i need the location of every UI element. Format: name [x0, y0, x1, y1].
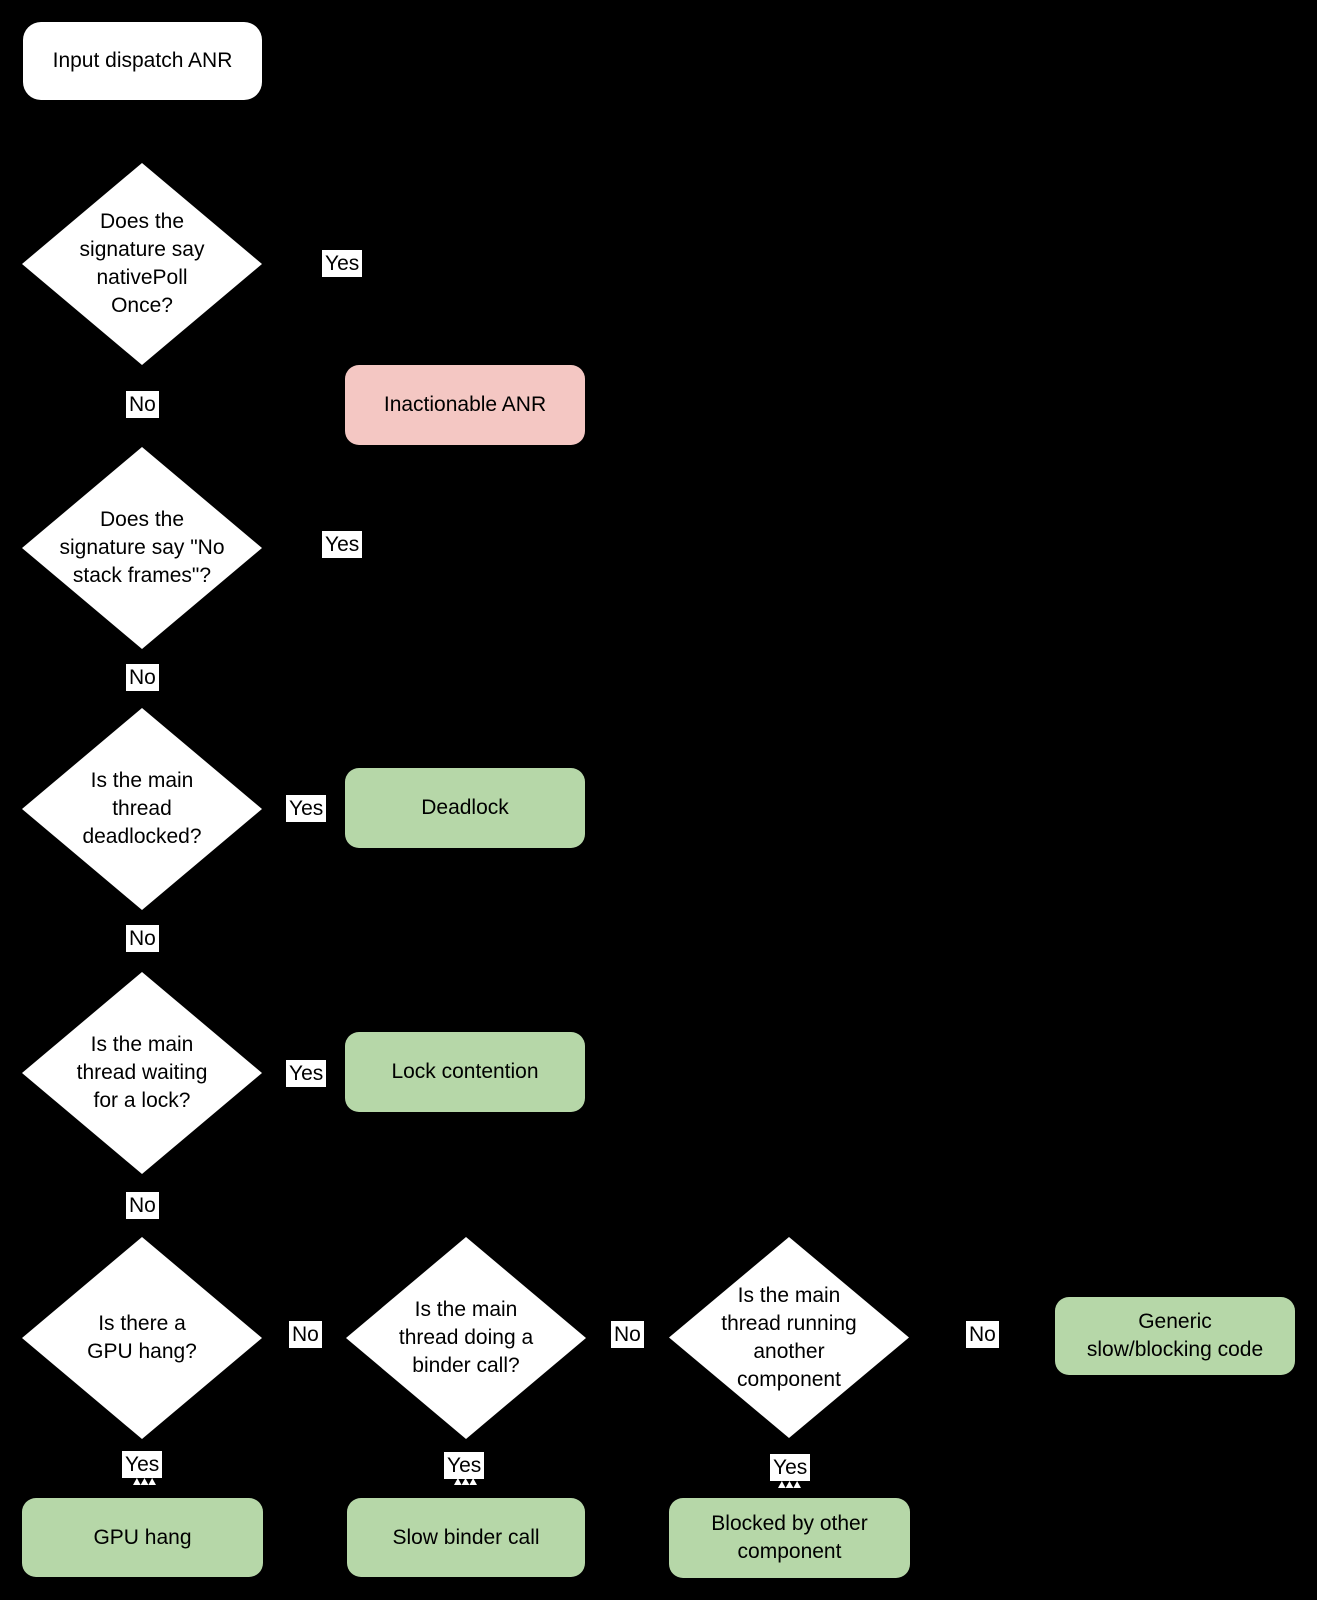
decision-label: Is the main thread waiting for a lock?	[76, 1033, 208, 1112]
edge-label-no-waiting-lock: No	[126, 1192, 159, 1219]
decision-running-another-component: Is the main thread running another compo…	[669, 1237, 909, 1438]
edge-label-no-another-component: No	[966, 1321, 999, 1348]
arrowhead-remnant	[454, 1478, 477, 1485]
edge-label-yes-waiting-lock: Yes	[286, 1060, 327, 1087]
decision-label: Is there a GPU hang?	[87, 1312, 197, 1363]
arrowhead-remnant	[778, 1481, 801, 1488]
arrowhead-remnant	[133, 1478, 156, 1485]
start-node-input-dispatch-anr: Input dispatch ANR	[23, 22, 262, 100]
decision-main-thread-deadlocked: Is the main thread deadlocked?	[22, 708, 262, 910]
outcome-lock-contention: Lock contention	[345, 1032, 585, 1112]
edge-label-no-binder-call: No	[611, 1321, 644, 1348]
edge-label-no-no-stack-frames: No	[126, 664, 159, 691]
decision-binder-call: Is the main thread doing a binder call?	[346, 1237, 586, 1439]
outcome-inactionable-anr: Inactionable ANR	[345, 365, 585, 445]
outcome-gpu-hang: GPU hang	[22, 1498, 263, 1577]
edge-label-no-deadlocked: No	[126, 925, 159, 952]
edge-label-yes-deadlocked: Yes	[286, 795, 327, 822]
decision-native-poll-once: Does the signature say nativePoll Once?	[22, 163, 262, 365]
edge-label-yes-no-stack-frames: Yes	[322, 531, 363, 558]
edge-label-no-gpu-hang: No	[289, 1321, 322, 1348]
outcome-blocked-by-other-component: Blocked by other component	[669, 1498, 910, 1578]
decision-no-stack-frames: Does the signature say "No stack frames"…	[22, 447, 262, 649]
decision-waiting-for-lock: Is the main thread waiting for a lock?	[22, 972, 262, 1174]
decision-label: Is the main thread doing a binder call?	[398, 1298, 534, 1377]
decision-gpu-hang: Is there a GPU hang?	[22, 1237, 262, 1439]
edge-label-yes-another-component: Yes	[770, 1454, 811, 1481]
decision-label: Does the signature say nativePoll Once?	[79, 210, 205, 317]
outcome-deadlock: Deadlock	[345, 768, 585, 848]
outcome-generic-slow-blocking-code: Generic slow/blocking code	[1055, 1297, 1295, 1375]
edge-label-no-native-poll: No	[126, 391, 159, 418]
decision-label: Does the signature say "No stack frames"…	[59, 508, 225, 587]
edge-label-yes-binder-call: Yes	[444, 1452, 485, 1479]
outcome-slow-binder-call: Slow binder call	[347, 1498, 585, 1577]
edge-label-yes-native-poll: Yes	[322, 250, 363, 277]
edge-label-yes-gpu-hang: Yes	[122, 1451, 163, 1478]
decision-label: Is the main thread running another compo…	[721, 1283, 857, 1391]
decision-label: Is the main thread deadlocked?	[82, 769, 202, 848]
